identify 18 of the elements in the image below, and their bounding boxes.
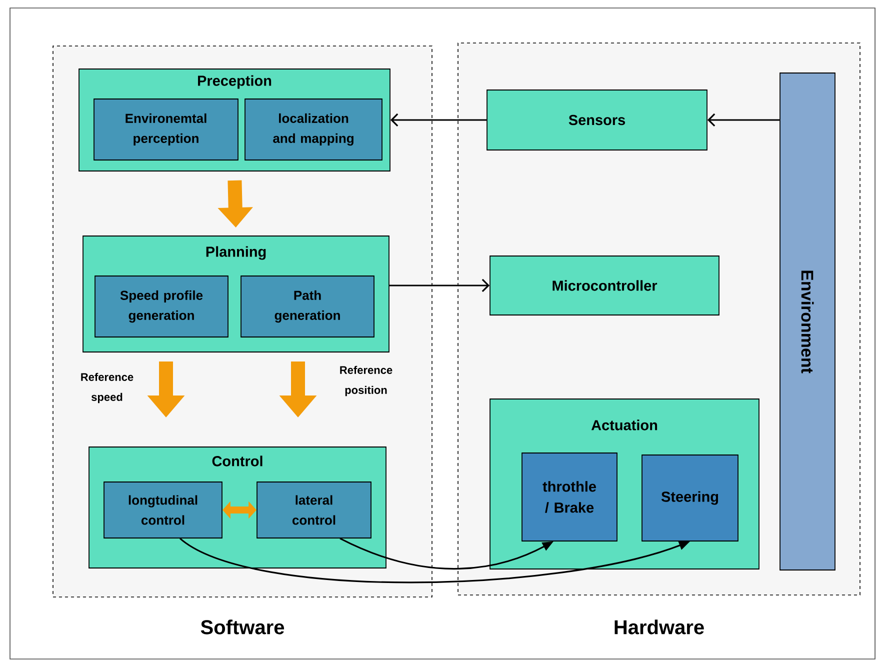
process-box: Path generation — [240, 276, 374, 338]
process-box: Sensors — [486, 90, 708, 150]
process-box: Microcontroller — [490, 256, 720, 316]
process-box: throthle / Brake — [522, 452, 618, 542]
environment-bar: Environment — [780, 72, 836, 570]
process-box: localization and mapping — [244, 98, 382, 160]
arrow — [390, 113, 487, 127]
edge-label: Reference speed — [81, 372, 134, 404]
process-box: Speed profile generation — [94, 276, 228, 338]
process-box: longtudinal control — [104, 482, 222, 538]
edge-label: Reference position — [340, 366, 392, 396]
node-label: Hardware — [614, 620, 704, 634]
node-label: Software — [200, 620, 284, 634]
process-box: lateral control — [256, 482, 372, 538]
arrow — [707, 113, 780, 127]
process-box: Environemtal perception — [94, 98, 238, 160]
arrow — [389, 278, 490, 292]
process-box: Steering — [642, 454, 738, 542]
